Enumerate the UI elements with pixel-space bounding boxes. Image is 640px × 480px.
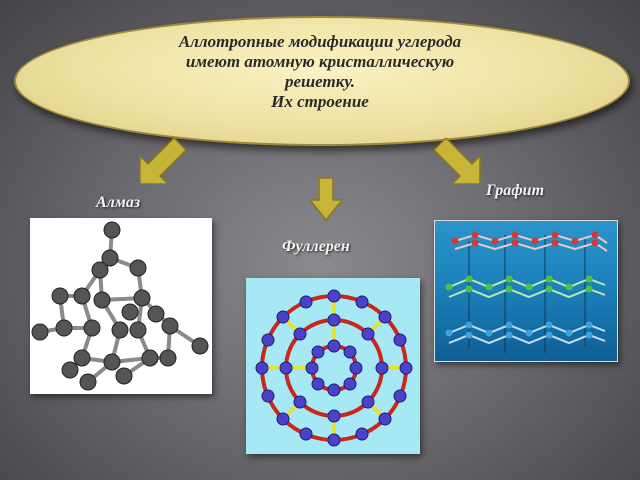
label-fullerene: Фуллерен (282, 238, 350, 255)
diamond-lattice-image (30, 218, 212, 394)
arrow-right-icon (434, 138, 481, 184)
title-line-4: Их строение (271, 92, 369, 111)
label-graphite: Графит (486, 182, 545, 199)
graphite-layers-image (434, 220, 618, 362)
title-ellipse (14, 16, 630, 146)
title-line-3: решетку. (284, 72, 356, 91)
arrow-down-icon (309, 177, 343, 222)
title-text: Аллотропные модификации углерода имеют а… (80, 32, 560, 112)
label-diamond: Алмаз (96, 194, 141, 211)
title-line-2: имеют атомную кристаллическую (185, 52, 455, 71)
fullerene-c60-image (246, 278, 420, 454)
title-line-1: Аллотропные модификации углерода (178, 32, 462, 51)
arrow-left-icon (139, 138, 186, 184)
